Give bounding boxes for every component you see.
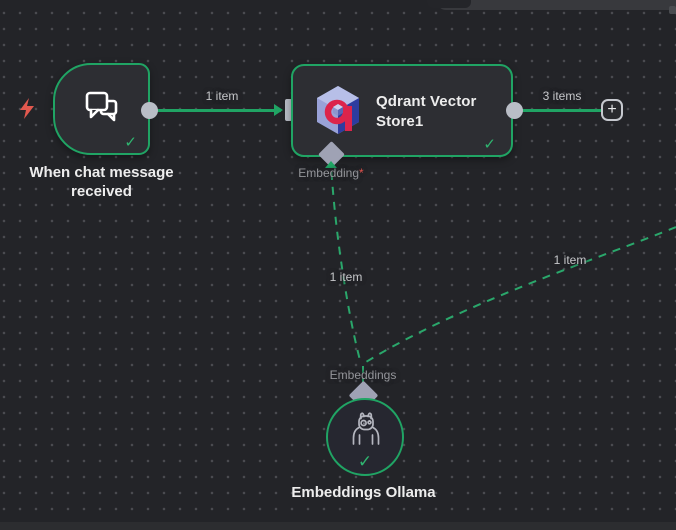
toolbar-tab-partial bbox=[427, 0, 471, 8]
embedding-port-label: Embedding* bbox=[298, 166, 364, 180]
chat-icon bbox=[85, 91, 118, 122]
node-embeddings-ollama[interactable]: ✓ bbox=[326, 398, 404, 476]
add-node-button[interactable]: + bbox=[601, 99, 623, 121]
node-caption-ollama: Embeddings Ollama bbox=[291, 484, 436, 501]
success-check-icon: ✓ bbox=[124, 134, 137, 151]
connection-items-label: 1 item bbox=[205, 89, 239, 103]
input-connector-qdrant[interactable] bbox=[285, 99, 292, 121]
connection-qdrant-to-next[interactable] bbox=[517, 109, 603, 112]
connection-items-label: 1 item bbox=[329, 270, 363, 284]
node-chat-trigger[interactable]: ✓ bbox=[53, 63, 150, 155]
scrollbar-notch bbox=[669, 6, 676, 14]
success-check-icon: ✓ bbox=[483, 136, 496, 153]
llama-icon bbox=[352, 412, 380, 445]
plus-icon: + bbox=[607, 101, 617, 118]
connection-arrowhead bbox=[274, 104, 283, 116]
canvas-bottom-strip bbox=[0, 522, 676, 530]
connection-ollama-to-qdrant[interactable] bbox=[330, 171, 362, 365]
embedding-port-arrowhead bbox=[325, 161, 337, 168]
connection-offscreen-to-ollama[interactable] bbox=[365, 226, 676, 363]
required-asterisk: * bbox=[359, 166, 364, 180]
node-qdrant-vector-store[interactable]: Qdrant Vector Store1 ✓ bbox=[291, 64, 513, 157]
node-caption-trigger: When chat message received bbox=[29, 164, 174, 200]
connection-items-label: 3 items bbox=[542, 89, 582, 103]
qdrant-logo-icon bbox=[317, 86, 359, 134]
zap-icon bbox=[20, 98, 34, 119]
toolbar-panel-partial bbox=[437, 0, 676, 10]
connection-trigger-to-qdrant[interactable] bbox=[150, 109, 281, 112]
success-check-icon: ✓ bbox=[357, 452, 373, 471]
output-connector-qdrant[interactable] bbox=[506, 102, 523, 119]
node-title-qdrant: Qdrant Vector Store1 bbox=[376, 93, 477, 130]
embeddings-port-label: Embeddings bbox=[329, 368, 397, 382]
connection-items-label: 1 item bbox=[553, 253, 587, 267]
output-connector-trigger[interactable] bbox=[141, 102, 158, 119]
